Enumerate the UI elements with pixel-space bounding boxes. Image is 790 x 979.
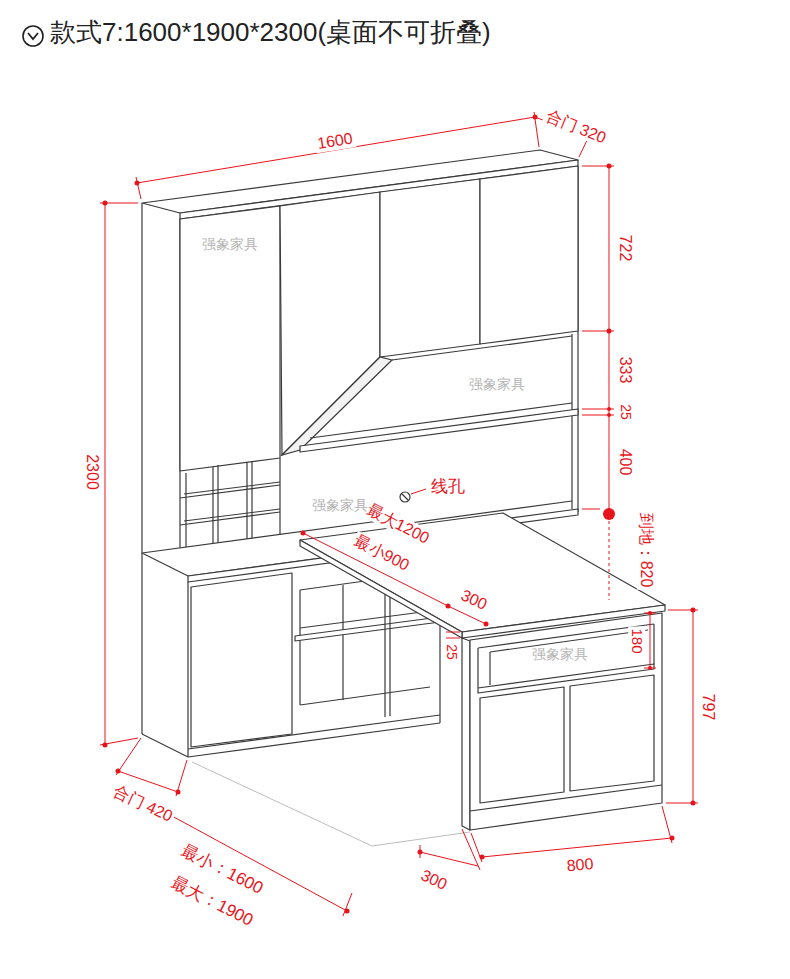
side-cabinet: [462, 613, 662, 830]
dimension-label: 300: [416, 866, 451, 895]
dimension-label: 722: [616, 233, 634, 264]
dimension-label: 合门 420: [109, 782, 177, 826]
dimension-label: 25: [443, 642, 458, 662]
dimension-label: 300: [456, 586, 491, 615]
desk-top: [300, 513, 665, 638]
watermark-text: 强象家具: [467, 377, 527, 392]
dimension-label: 333: [616, 355, 634, 386]
dimension-label: 400: [616, 447, 634, 478]
dimension-lines: [100, 112, 698, 916]
dimension-label: 1600: [314, 129, 356, 153]
dimension-label: 2300: [83, 452, 101, 492]
watermark-text: 强象家具: [200, 237, 260, 252]
watermark-text: 强象家具: [530, 647, 590, 662]
callout-label: 线孔: [429, 478, 467, 497]
dimension-label: 797: [699, 692, 717, 723]
dimension-label: 25: [617, 402, 632, 422]
title-icon: [23, 26, 43, 46]
watermark-text: 强象家具: [310, 498, 370, 513]
diagram-title: 款式7:1600*1900*2300(桌面不可折叠): [50, 18, 491, 47]
lower-cabinet: [142, 519, 440, 757]
dimension-label: 180: [629, 626, 646, 655]
dimension-label: 合门 320: [542, 106, 611, 147]
dimension-label: 800: [564, 855, 596, 875]
dimension-label: 到地：820: [637, 511, 655, 590]
floor-outline: [192, 762, 470, 846]
